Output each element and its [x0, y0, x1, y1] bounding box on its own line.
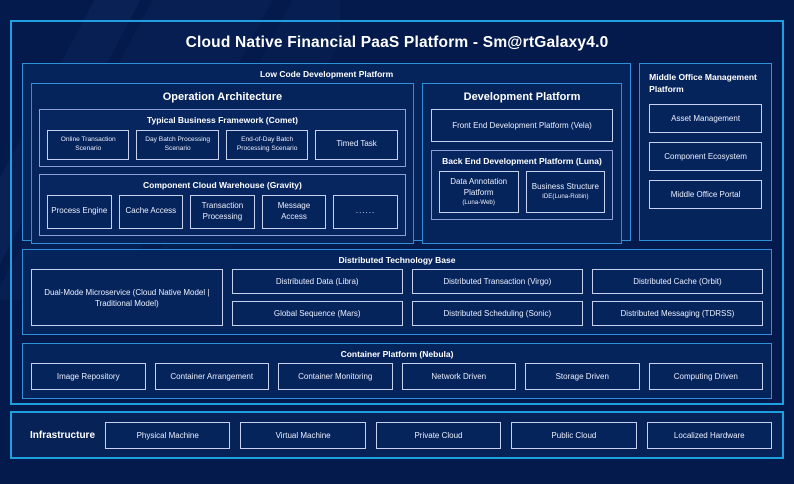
middle-office-item[interactable]: Asset Management	[649, 103, 762, 133]
back-end-item[interactable]: Business Structure IDE(Luna-Robin)	[525, 171, 606, 213]
middle-office-item[interactable]: Component Ecosystem	[649, 141, 762, 171]
distributed-tech-item[interactable]: Distributed Transaction (Virgo)	[411, 269, 583, 295]
container-platform-item[interactable]: Image Repository	[31, 363, 146, 391]
infrastructure-item[interactable]: Localized Hardware	[646, 421, 772, 449]
middle-office-management-platform-group: Middle Office Management Platform Asset …	[639, 63, 772, 241]
distributed-tech-item[interactable]: Distributed Messaging (TDRSS)	[591, 301, 763, 327]
operation-architecture-title: Operation Architecture	[162, 91, 283, 103]
distributed-tech-row: Distributed Technology Base Dual-Mode Mi…	[12, 241, 782, 336]
typical-business-framework-box: Typical Business Framework (Comet) Onlin…	[39, 109, 406, 167]
page-title: Cloud Native Financial PaaS Platform - S…	[185, 34, 609, 51]
scenario-chip[interactable]: End-of-Day Batch Processing Scenario	[225, 130, 309, 160]
component-chip[interactable]: Message Access	[261, 194, 327, 229]
distributed-technology-base-title: Distributed Technology Base	[338, 255, 456, 265]
operation-architecture-group: Operation Architecture Typical Business …	[31, 83, 414, 244]
back-end-platform-box: Back End Development Platform (Luna) Dat…	[430, 150, 614, 220]
container-platform-row: Container Platform (Nebula) Image Reposi…	[12, 335, 782, 400]
component-chip[interactable]: Transaction Processing	[190, 194, 255, 229]
container-platform-item[interactable]: Container Arrangement	[154, 363, 269, 391]
back-end-item[interactable]: Data Annotation Platform (Luna-Web)	[438, 171, 519, 213]
middle-office-title: Middle Office Management Platform	[649, 72, 757, 95]
front-end-platform-item[interactable]: Front End Development Platform (Vela)	[430, 109, 614, 142]
scenario-chip[interactable]: Day Batch Processing Scenario	[136, 130, 219, 160]
infrastructure-group: Infrastructure Physical Machine Virtual …	[10, 411, 784, 459]
infrastructure-item[interactable]: Physical Machine	[105, 421, 231, 449]
low-code-title: Low Code Development Platform	[259, 69, 394, 79]
distributed-tech-item[interactable]: Distributed Data (Libra)	[231, 269, 403, 295]
top-row: Low Code Development Platform Operation …	[12, 63, 782, 244]
distributed-technology-base-group: Distributed Technology Base Dual-Mode Mi…	[22, 249, 772, 336]
infrastructure-label: Infrastructure	[30, 429, 96, 441]
infrastructure-item[interactable]: Public Cloud	[511, 421, 637, 449]
dual-mode-microservice-item[interactable]: Dual-Mode Microservice (Cloud Native Mod…	[31, 269, 223, 327]
container-platform-item[interactable]: Storage Driven	[525, 363, 640, 391]
development-platform-group: Development Platform Front End Developme…	[421, 83, 623, 244]
container-platform-item[interactable]: Container Monitoring	[278, 363, 393, 391]
back-end-item-name: Business Structure	[531, 182, 599, 192]
low-code-development-platform-group: Low Code Development Platform Operation …	[22, 63, 632, 244]
container-platform-item[interactable]: Computing Driven	[648, 363, 763, 391]
infrastructure-item[interactable]: Private Cloud	[375, 421, 502, 449]
development-platform-title: Development Platform	[463, 91, 581, 103]
scenario-chip[interactable]: Online Transaction Scenario	[47, 130, 130, 160]
back-end-platform-title: Back End Development Platform (Luna)	[442, 156, 602, 166]
distributed-tech-item[interactable]: Distributed Cache (Orbit)	[591, 269, 763, 295]
middle-office-item[interactable]: Middle Office Portal	[649, 179, 762, 209]
typical-business-framework-title: Typical Business Framework (Comet)	[146, 115, 298, 125]
distributed-tech-item[interactable]: Global Sequence (Mars)	[231, 301, 403, 327]
component-cloud-warehouse-title: Component Cloud Warehouse (Gravity)	[142, 179, 302, 190]
distributed-tech-item[interactable]: Distributed Scheduling (Sonic)	[411, 301, 583, 327]
component-cloud-warehouse-box: Component Cloud Warehouse (Gravity) Proc…	[39, 173, 406, 236]
container-platform-item[interactable]: Network Driven	[401, 363, 516, 391]
container-platform-title: Container Platform (Nebula)	[340, 349, 454, 360]
component-chip[interactable]: Cache Access	[118, 194, 184, 229]
back-end-item-sub: (Luna-Web)	[462, 198, 495, 206]
component-chip[interactable]: Process Engine	[47, 194, 112, 229]
back-end-item-sub: IDE(Luna-Robin)	[542, 193, 589, 201]
component-chip-more[interactable]: ......	[333, 194, 398, 229]
scenario-chip[interactable]: Timed Task	[315, 130, 398, 160]
container-platform-group: Container Platform (Nebula) Image Reposi…	[22, 343, 772, 400]
platform-diagram-frame: Cloud Native Financial PaaS Platform - S…	[10, 20, 784, 405]
infrastructure-item[interactable]: Virtual Machine	[240, 421, 366, 449]
back-end-item-name: Data Annotation Platform	[450, 177, 508, 197]
